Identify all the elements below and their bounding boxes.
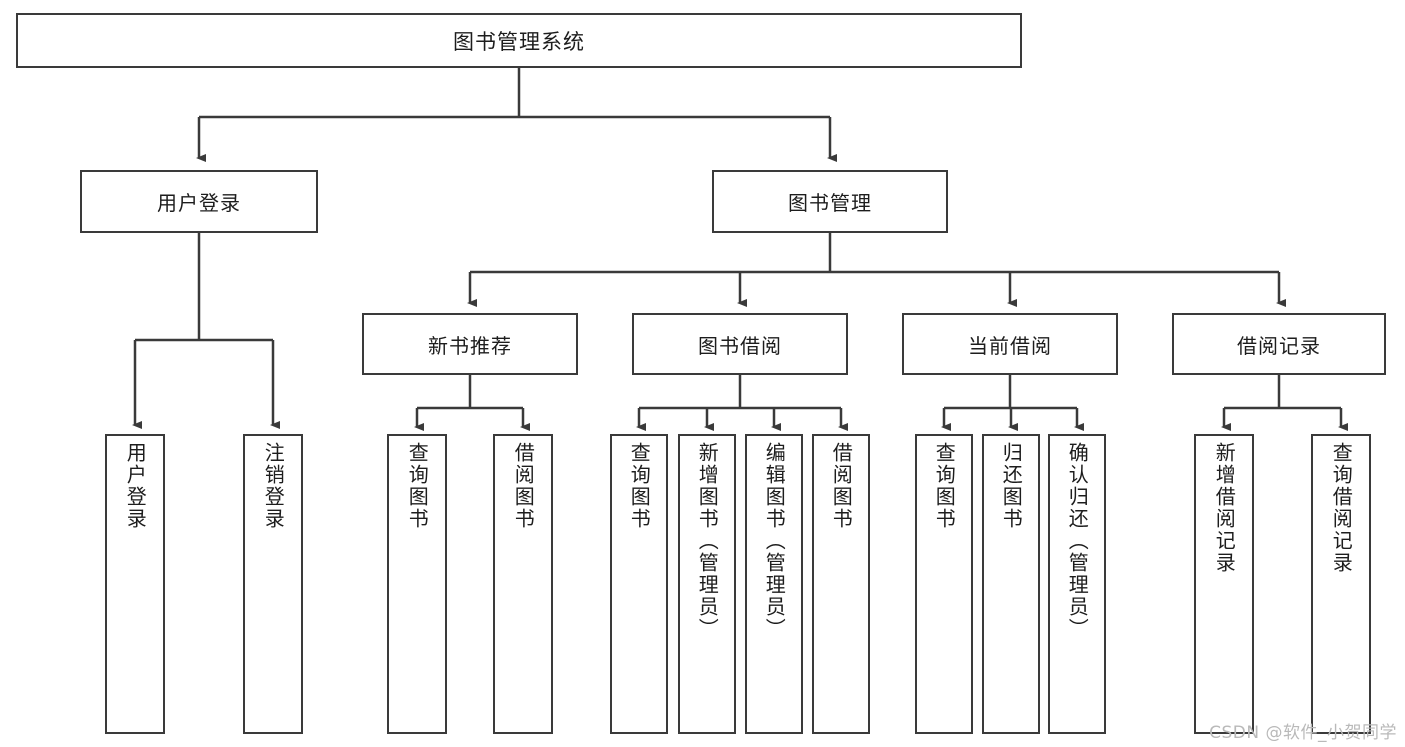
leaf-label: 确认归还（管理员） [1065, 442, 1090, 640]
leaf-label: 新增图书（管理员） [695, 442, 720, 640]
leaf-label: 借阅图书 [511, 442, 536, 530]
node-current-borrow[interactable]: 当前借阅 [902, 313, 1118, 375]
leaf-user-login-login[interactable]: 用户登录 [105, 434, 165, 734]
node-book-borrow[interactable]: 图书借阅 [632, 313, 848, 375]
leaf-label: 借阅图书 [829, 442, 854, 530]
node-borrow-record[interactable]: 借阅记录 [1172, 313, 1386, 375]
node-new-book-recommend[interactable]: 新书推荐 [362, 313, 578, 375]
leaf-label: 查询借阅记录 [1329, 442, 1354, 574]
leaf-new-book-query[interactable]: 查询图书 [387, 434, 447, 734]
leaf-label: 编辑图书（管理员） [762, 442, 787, 640]
node-root[interactable]: 图书管理系统 [16, 13, 1022, 68]
leaf-borrow-book-borrow[interactable]: 借阅图书 [812, 434, 870, 734]
leaf-borrow-book-edit[interactable]: 编辑图书（管理员） [745, 434, 803, 734]
leaf-user-login-logout[interactable]: 注销登录 [243, 434, 303, 734]
node-book-borrow-label: 图书借阅 [698, 333, 782, 358]
leaf-current-borrow-return[interactable]: 归还图书 [982, 434, 1040, 734]
leaf-label: 查询图书 [932, 442, 957, 530]
node-root-label: 图书管理系统 [453, 29, 585, 54]
leaf-label: 用户登录 [123, 442, 148, 530]
leaf-current-borrow-query[interactable]: 查询图书 [915, 434, 973, 734]
leaf-borrow-record-query[interactable]: 查询借阅记录 [1311, 434, 1371, 734]
leaf-current-borrow-confirm[interactable]: 确认归还（管理员） [1048, 434, 1106, 734]
leaf-label: 查询图书 [405, 442, 430, 530]
watermark-text: CSDN @软件_小贺同学 [1209, 723, 1397, 743]
node-user-login[interactable]: 用户登录 [80, 170, 318, 233]
leaf-label: 新增借阅记录 [1212, 442, 1237, 574]
leaf-new-book-borrow[interactable]: 借阅图书 [493, 434, 553, 734]
leaf-label: 查询图书 [627, 442, 652, 530]
node-book-management[interactable]: 图书管理 [712, 170, 948, 233]
node-borrow-record-label: 借阅记录 [1237, 333, 1321, 358]
leaf-label: 归还图书 [999, 442, 1024, 530]
node-user-login-label: 用户登录 [157, 191, 241, 215]
node-current-borrow-label: 当前借阅 [968, 333, 1052, 358]
leaf-borrow-book-add[interactable]: 新增图书（管理员） [678, 434, 736, 734]
leaf-borrow-record-add[interactable]: 新增借阅记录 [1194, 434, 1254, 734]
leaf-borrow-book-query[interactable]: 查询图书 [610, 434, 668, 734]
node-new-book-recommend-label: 新书推荐 [428, 333, 512, 358]
node-book-management-label: 图书管理 [788, 191, 872, 215]
leaf-label: 注销登录 [261, 442, 286, 530]
